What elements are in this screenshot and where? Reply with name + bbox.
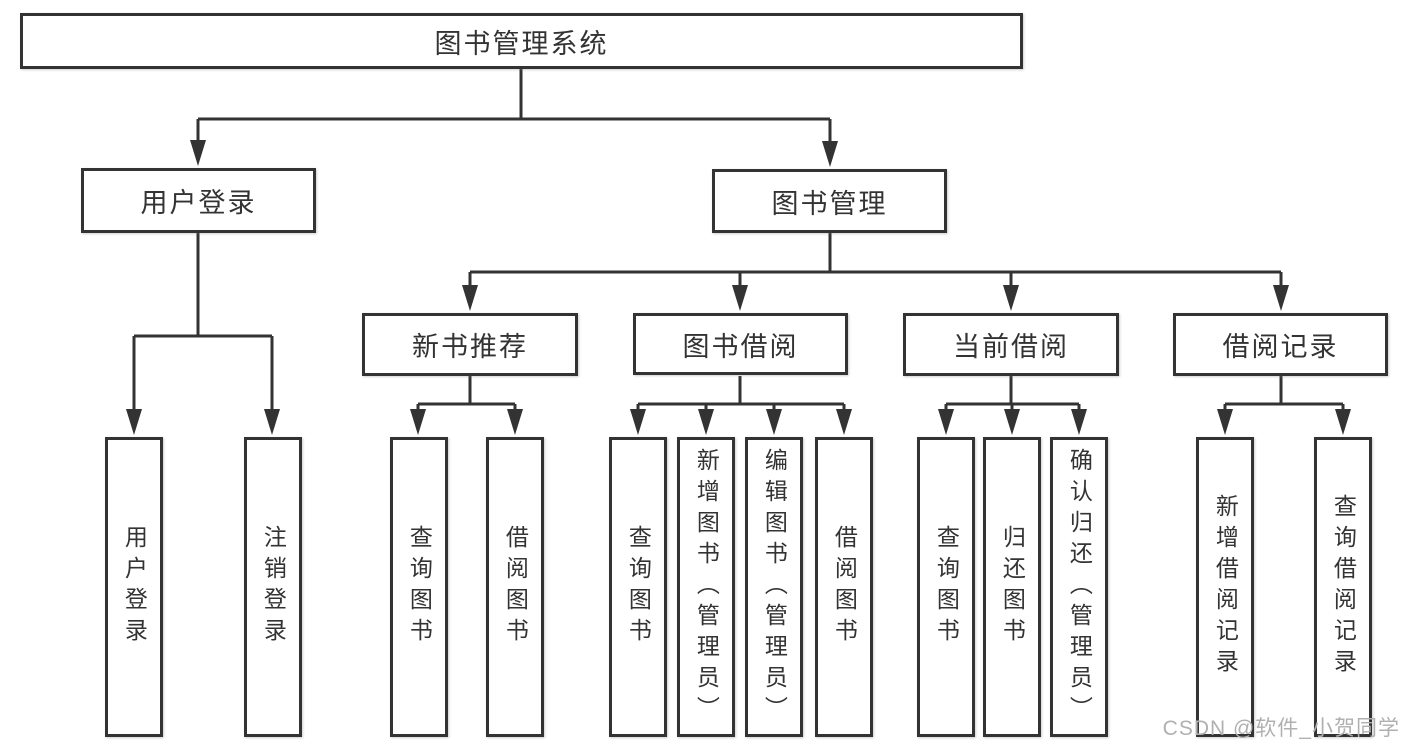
node-borrow-records-label: 借阅记录 [1222, 332, 1339, 362]
leaf-edit-book-admin-label: 编辑图书（管理员） [761, 447, 788, 727]
leaf-add-borrow-record: 新增借阅记录 [1196, 437, 1254, 737]
node-current-borrow: 当前借阅 [903, 313, 1119, 376]
leaf-return-book: 归还图书 [983, 437, 1041, 737]
node-user-login-label: 用户登录 [140, 188, 257, 218]
leaf-return-book-label: 归还图书 [999, 525, 1026, 649]
leaf-query-books-borrow: 查询图书 [609, 437, 667, 737]
node-borrow-records: 借阅记录 [1173, 313, 1388, 376]
leaf-confirm-return-admin: 确认归还（管理员） [1050, 437, 1108, 737]
leaf-logout-label: 注销登录 [260, 525, 287, 649]
node-book-management: 图书管理 [712, 169, 947, 233]
leaf-add-book-admin: 新增图书（管理员） [677, 437, 735, 737]
leaf-query-books-current-label: 查询图书 [933, 525, 960, 649]
node-new-book-recommend-label: 新书推荐 [412, 332, 528, 362]
leaf-edit-book-admin: 编辑图书（管理员） [745, 437, 803, 737]
leaf-borrow-books-label: 借阅图书 [831, 525, 858, 649]
leaf-query-books-recommend: 查询图书 [390, 437, 448, 737]
node-new-book-recommend: 新书推荐 [362, 313, 578, 376]
node-book-borrow-label: 图书借阅 [682, 331, 799, 362]
leaf-logout: 注销登录 [244, 437, 302, 737]
leaf-confirm-return-admin-label: 确认归还（管理员） [1066, 447, 1093, 727]
arrowhead-icons [126, 140, 1351, 435]
leaf-query-books-borrow-label: 查询图书 [625, 525, 652, 649]
node-user-login: 用户登录 [81, 168, 316, 233]
leaf-query-books-recommend-label: 查询图书 [406, 525, 433, 649]
leaf-add-borrow-record-label: 新增借阅记录 [1212, 494, 1239, 680]
leaf-add-book-admin-label: 新增图书（管理员） [693, 447, 720, 727]
leaf-query-borrow-record-label: 查询借阅记录 [1330, 494, 1357, 680]
node-current-borrow-label: 当前借阅 [953, 332, 1069, 362]
leaf-borrow-books-recommend-label: 借阅图书 [502, 525, 529, 649]
node-book-management-label: 图书管理 [771, 188, 888, 219]
connector-stems-and-branches [132, 69, 1345, 412]
leaf-user-login: 用户登录 [105, 437, 163, 737]
leaf-query-borrow-record: 查询借阅记录 [1314, 437, 1372, 737]
leaf-query-books-current: 查询图书 [917, 437, 975, 737]
leaf-borrow-books: 借阅图书 [815, 437, 873, 737]
node-root-label: 图书管理系统 [434, 28, 609, 59]
node-root: 图书管理系统 [20, 13, 1023, 69]
csdn-watermark: CSDN @软件_小贺同学 [1162, 717, 1400, 740]
leaf-user-login-label: 用户登录 [121, 525, 148, 649]
node-book-borrow: 图书借阅 [633, 313, 848, 375]
leaf-borrow-books-recommend: 借阅图书 [486, 437, 544, 737]
